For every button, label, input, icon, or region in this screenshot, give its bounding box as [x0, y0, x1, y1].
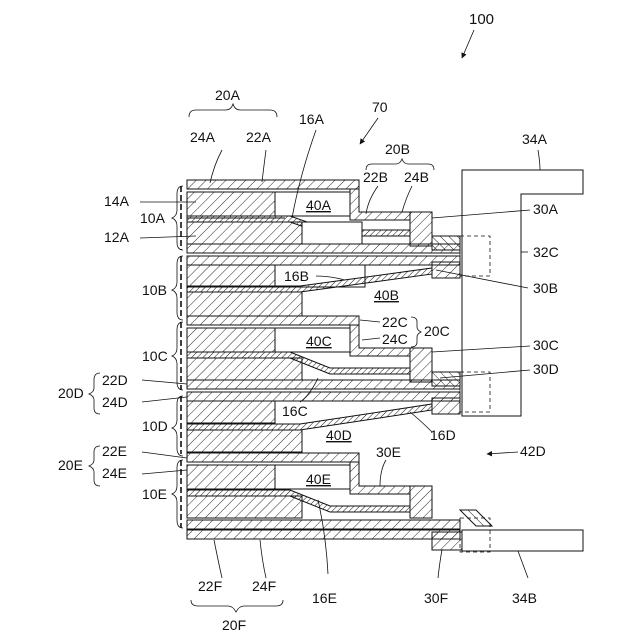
- label-40e: 40E: [306, 471, 331, 487]
- label-20a: 20A: [215, 87, 241, 103]
- label-22a: 22A: [246, 129, 272, 145]
- cell-10b: [187, 256, 460, 316]
- label-34a: 34A: [522, 131, 548, 147]
- label-42d: 42D: [520, 443, 546, 459]
- label-40c: 40C: [306, 333, 332, 349]
- label-12a: 12A: [104, 229, 130, 245]
- label-16d: 16D: [430, 427, 456, 443]
- label-34b: 34B: [512, 590, 537, 606]
- label-30d: 30D: [533, 361, 559, 377]
- label-10c: 10C: [142, 348, 168, 364]
- cell-10d: [187, 392, 460, 452]
- label-24c: 24C: [382, 331, 408, 347]
- label-20c: 20C: [424, 323, 450, 339]
- label-24e: 24E: [102, 465, 127, 481]
- label-20e: 20E: [58, 457, 83, 473]
- cell-10c: [187, 316, 460, 389]
- label-16e: 16E: [312, 590, 337, 606]
- label-22b: 22B: [363, 169, 388, 185]
- label-70: 70: [372, 99, 388, 115]
- tab-34b: [462, 530, 583, 551]
- label-16a: 16A: [299, 111, 325, 127]
- label-10a: 10A: [140, 210, 166, 226]
- brace-20c: [411, 317, 421, 347]
- label-20b: 20B: [385, 141, 410, 157]
- label-16c: 16C: [282, 403, 308, 419]
- label-40d: 40D: [326, 427, 352, 443]
- label-16b: 16B: [284, 268, 309, 284]
- label-30e: 30E: [376, 444, 401, 460]
- label-22c: 22C: [382, 314, 408, 330]
- label-32c: 32C: [533, 244, 559, 260]
- label-40b: 40B: [374, 287, 399, 303]
- label-10e: 10E: [142, 486, 167, 502]
- label-14a: 14A: [104, 193, 130, 209]
- label-20d: 20D: [58, 385, 84, 401]
- label-24a: 24A: [190, 129, 216, 145]
- brace-20f: [191, 600, 283, 612]
- brace-20a: [189, 104, 277, 117]
- label-24d: 24D: [102, 394, 128, 410]
- brace-20e: [89, 446, 100, 486]
- label-40a: 40A: [306, 197, 332, 213]
- label-22d: 22D: [102, 372, 128, 388]
- tab-34a: [462, 170, 583, 416]
- cell-10a: [187, 180, 460, 253]
- label-10b: 10B: [142, 282, 167, 298]
- label-30c: 30C: [533, 337, 559, 353]
- cell-10e: [187, 453, 492, 550]
- brace-20d: [89, 373, 100, 414]
- label-30f: 30F: [424, 590, 448, 606]
- label-30a: 30A: [533, 201, 559, 217]
- label-24f: 24F: [252, 578, 276, 594]
- label-20f: 20F: [222, 617, 246, 633]
- label-30b: 30B: [533, 280, 558, 296]
- label-22f: 22F: [198, 578, 222, 594]
- label-10d: 10D: [142, 418, 168, 434]
- label-100: 100: [469, 11, 494, 28]
- label-24b: 24B: [404, 169, 429, 185]
- label-22e: 22E: [102, 443, 127, 459]
